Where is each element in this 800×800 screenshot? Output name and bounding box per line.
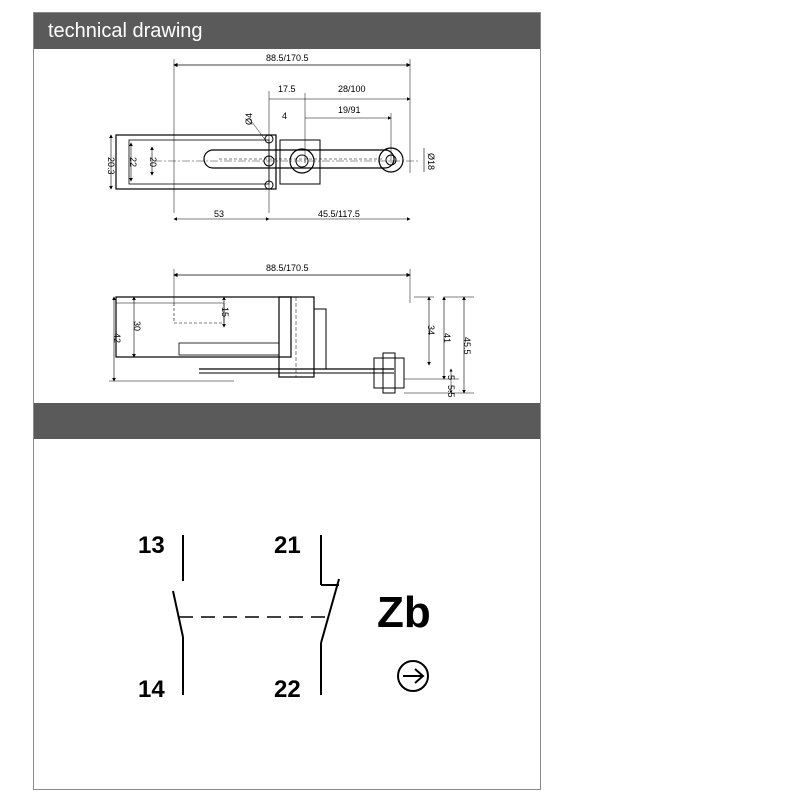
contact-code-label: Zb <box>377 588 431 637</box>
contact-diagram: 13 14 21 22 Zb <box>138 532 431 703</box>
dim-label: 19/91 <box>338 105 361 115</box>
drawing-panel: technical drawing <box>33 12 541 790</box>
terminal-14-label: 14 <box>138 676 165 703</box>
terminal-21-label: 21 <box>274 532 301 559</box>
dim-label: 45.5/117.5 <box>318 209 360 219</box>
arrow-circle-icon <box>397 660 429 692</box>
dim-label: 34 <box>426 325 436 335</box>
dim-label: 42 <box>112 333 122 343</box>
side-view-dimension-labels: 88.5/170.5 15 30 42 34 41 45.5 5 5.5 <box>112 263 472 398</box>
dim-label: 20 <box>148 157 158 167</box>
page-title: technical drawing <box>48 20 203 42</box>
dim-label: 4 <box>282 111 287 121</box>
dim-label: 88.5/170.5 <box>266 263 309 273</box>
dim-label: 5 <box>446 375 456 380</box>
dim-label: 22 <box>128 157 138 167</box>
dim-label: 41 <box>442 333 452 343</box>
dim-label: 28/100 <box>338 84 366 94</box>
top-view <box>109 59 425 221</box>
section-divider-bar <box>34 403 540 439</box>
side-view <box>109 269 474 394</box>
header-bar: technical drawing <box>34 13 540 49</box>
dim-label: 45.5 <box>462 337 472 355</box>
dim-label: Ø18 <box>426 153 436 170</box>
terminal-22-label: 22 <box>274 676 301 703</box>
dim-label: 88.5/170.5 <box>266 53 309 63</box>
technical-drawing: 88.5/170.5 17.5 28/100 19/91 Ø4 4 20.3 2… <box>106 53 474 703</box>
dim-label: 15 <box>220 307 230 317</box>
dim-label: 30 <box>132 321 142 331</box>
dim-label: 5.5 <box>446 385 456 398</box>
dim-label: 17.5 <box>278 84 296 94</box>
dim-label: 53 <box>214 209 224 219</box>
dim-label: Ø4 <box>244 113 254 125</box>
dim-label: 20.3 <box>106 157 116 175</box>
terminal-13-label: 13 <box>138 532 165 559</box>
top-view-dimension-labels: 88.5/170.5 17.5 28/100 19/91 Ø4 4 20.3 2… <box>106 53 436 219</box>
